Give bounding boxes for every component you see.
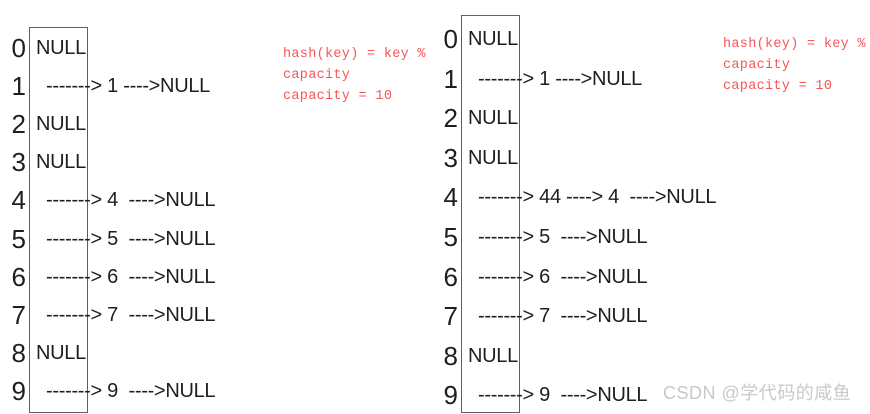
hash-note-line: capacity [283, 68, 351, 83]
bucket-row: 2 NULL [432, 104, 870, 132]
bucket-index: 4 [443, 182, 458, 213]
bucket-chain: -------> 6 ---->NULL [478, 265, 648, 288]
bucket-null: NULL [468, 28, 518, 50]
bucket-row: 5 -------> 5 ---->NULL [432, 223, 870, 251]
bucket-row: 6 -------> 6 ---->NULL [0, 263, 438, 291]
bucket-row: 8 NULL [432, 342, 870, 370]
hash-note-line: capacity = 10 [723, 79, 833, 94]
hash-note-line: capacity [723, 58, 791, 73]
bucket-index: 3 [443, 142, 458, 173]
bucket-row: 1 -------> 1 ---->NULL [432, 65, 870, 93]
bucket-row: 8 NULL [0, 339, 438, 367]
bucket-index: 0 [11, 33, 26, 63]
bucket-null: NULL [36, 37, 86, 59]
bucket-row: 7 -------> 7 ---->NULL [0, 301, 438, 329]
bucket-index: 7 [11, 299, 26, 330]
hash-function-note: hash(key) = key % capacity capacity = 10 [283, 44, 426, 107]
bucket-row: 6 -------> 6 ---->NULL [432, 263, 870, 291]
bucket-chain: -------> 5 ---->NULL [478, 226, 648, 248]
bucket-index: 5 [11, 223, 26, 254]
hash-note-line: hash(key) = key % [283, 47, 426, 62]
hash-function-note: hash(key) = key % capacity capacity = 10 [723, 34, 866, 97]
hash-note-line: capacity = 10 [283, 89, 393, 104]
bucket-row: 9 -------> 9 ---->NULL [432, 381, 870, 409]
bucket-index: 9 [443, 380, 458, 411]
bucket-array-box [461, 15, 520, 413]
bucket-chain: -------> 1 ---->NULL [46, 75, 210, 98]
bucket-row: 0 NULL [0, 34, 438, 62]
bucket-chain: -------> 4 ---->NULL [46, 189, 216, 212]
bucket-chain: -------> 6 ---->NULL [46, 265, 216, 288]
bucket-row: 2 NULL [0, 110, 438, 138]
bucket-null: NULL [468, 344, 518, 367]
bucket-index: 2 [443, 103, 458, 134]
bucket-chain: -------> 1 ---->NULL [478, 67, 642, 90]
bucket-index: 6 [11, 261, 26, 292]
bucket-index: 3 [11, 147, 26, 178]
bucket-index: 8 [443, 340, 458, 371]
bucket-chain: -------> 7 ---->NULL [46, 303, 216, 326]
bucket-null: NULL [36, 113, 86, 136]
bucket-row: 4 -------> 4 ---->NULL [0, 186, 438, 214]
bucket-null: NULL [468, 107, 518, 130]
bucket-row: 7 -------> 7 ---->NULL [432, 302, 870, 330]
bucket-chain: -------> 44 ----> 4 ---->NULL [478, 186, 717, 209]
bucket-null: NULL [468, 146, 518, 169]
bucket-row: 4 -------> 44 ----> 4 ---->NULL [432, 183, 870, 211]
bucket-row: 5 -------> 5 ---->NULL [0, 225, 438, 253]
bucket-row: 1 -------> 1 ---->NULL [0, 72, 438, 100]
hash-note-line: hash(key) = key % [723, 37, 866, 52]
bucket-index: 4 [11, 185, 26, 216]
bucket-index: 1 [443, 63, 458, 94]
bucket-chain: -------> 9 ---->NULL [478, 384, 648, 407]
bucket-index: 8 [11, 337, 26, 368]
bucket-row: 3 NULL [0, 148, 438, 176]
bucket-index: 0 [443, 24, 458, 54]
csdn-watermark: CSDN @学代码的咸鱼 [663, 383, 852, 403]
bucket-array-box [29, 27, 88, 413]
bucket-null: NULL [36, 151, 86, 174]
bucket-row: 9 -------> 9 ---->NULL [0, 377, 438, 405]
bucket-row: 0 NULL [432, 25, 870, 53]
bucket-chain: -------> 5 ---->NULL [46, 227, 216, 250]
bucket-index: 5 [443, 222, 458, 252]
bucket-index: 2 [11, 109, 26, 140]
bucket-index: 7 [443, 301, 458, 332]
bucket-chain: -------> 9 ---->NULL [46, 379, 216, 402]
bucket-chain: -------> 7 ---->NULL [478, 305, 648, 328]
bucket-index: 9 [11, 375, 26, 406]
bucket-null: NULL [36, 341, 86, 364]
bucket-row: 3 NULL [432, 144, 870, 172]
bucket-index: 1 [11, 71, 26, 102]
bucket-index: 6 [443, 261, 458, 292]
